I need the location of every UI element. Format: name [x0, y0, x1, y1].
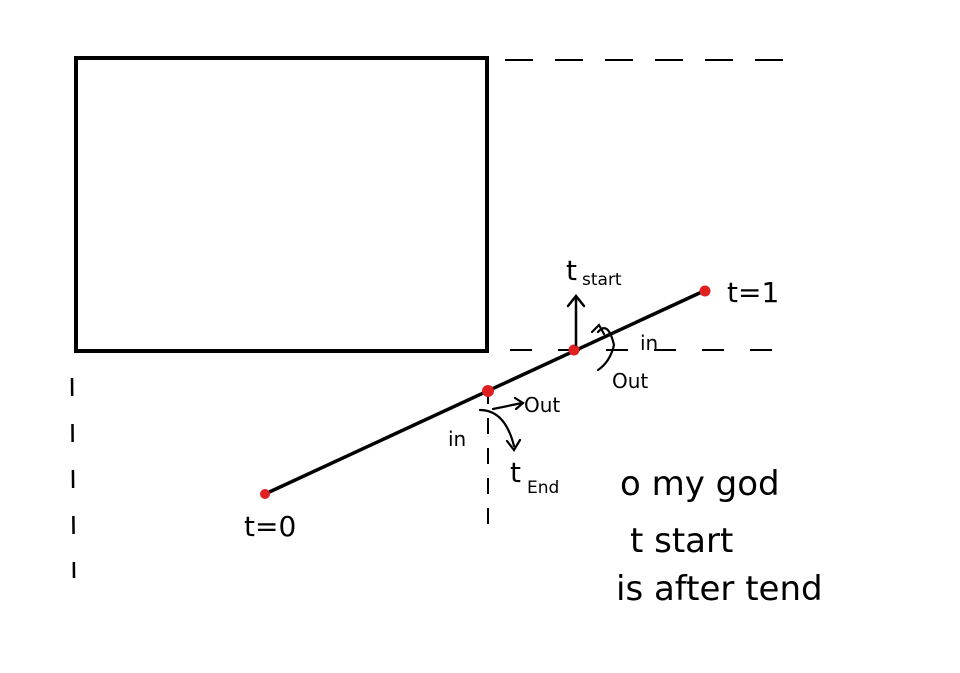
label-in-left: in: [448, 427, 466, 451]
note-line-3: is after tend: [616, 569, 823, 609]
note-line-1: o my god: [620, 464, 780, 504]
label-out-left: Out: [524, 393, 560, 417]
point-t-start: [568, 344, 580, 356]
down-arrowhead-icon: [505, 438, 522, 452]
label-in-right: in: [640, 331, 658, 355]
curved-arrow-icon: [596, 327, 616, 372]
label-t-end-sub: End: [527, 478, 559, 498]
point-t0: [260, 489, 270, 499]
note-line-2: t start: [630, 521, 733, 561]
clip-rectangle: [74, 56, 489, 353]
label-t-end-main: t: [510, 456, 521, 489]
label-out-right: Out: [612, 369, 648, 393]
left-edge-extension: [70, 377, 76, 579]
down-curved-arrow-icon: [478, 408, 516, 448]
up-arrow-icon: [566, 293, 586, 347]
label-t-zero: t=0: [244, 510, 296, 543]
out-arrow-icon: [491, 396, 525, 411]
point-t1: [699, 285, 711, 297]
label-t-start-main: t: [566, 254, 577, 287]
label-t-start-sub: start: [582, 270, 622, 290]
label-t-one: t=1: [727, 276, 779, 309]
point-t-end: [482, 385, 494, 397]
curved-arrowhead-icon: [590, 323, 606, 336]
